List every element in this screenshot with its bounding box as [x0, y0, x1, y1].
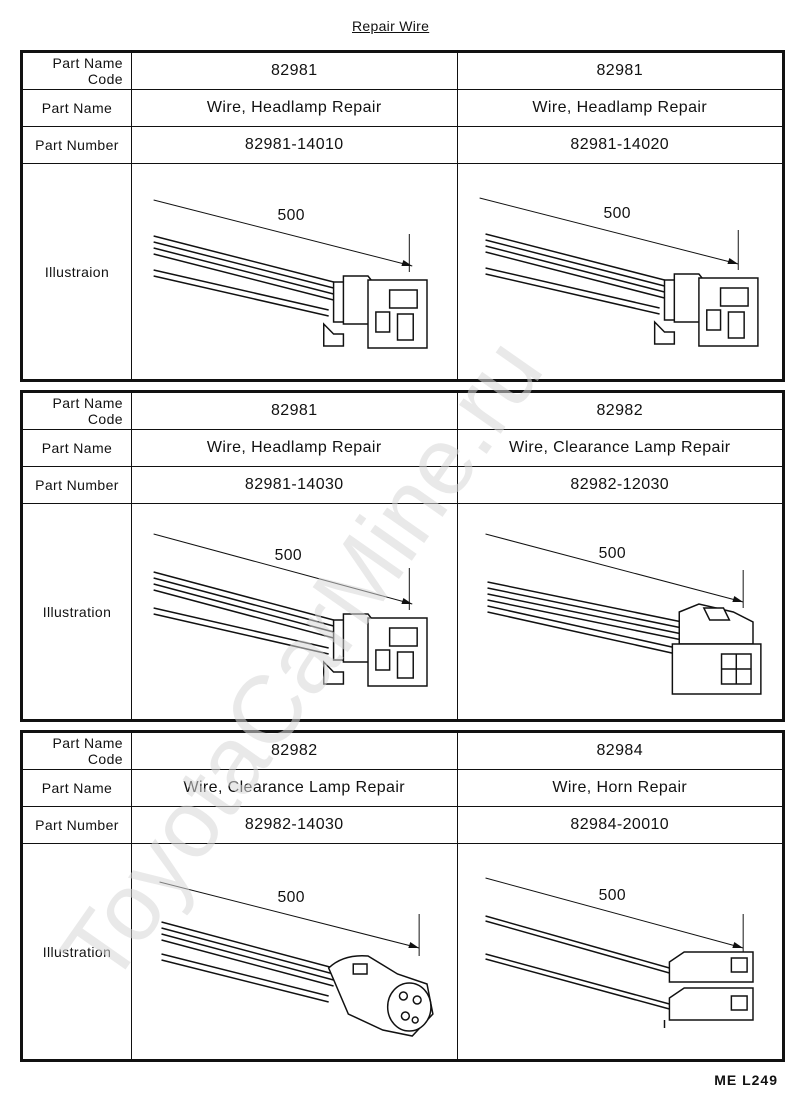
cell-part-number: 82982-14030	[131, 806, 458, 844]
cell-part-name: Wire, Headlamp Repair	[456, 89, 783, 127]
cell-code: 82982	[456, 392, 783, 430]
label-line-2: Code	[87, 411, 123, 427]
illustration-cell: 500	[456, 163, 783, 380]
cell-part-name: Wire, Headlamp Repair	[131, 429, 458, 467]
round-connector-wire-illustration: 500	[159, 881, 434, 1037]
parts-table-3: Part Name Code 82982 82984 Part Name Wir…	[22, 732, 783, 1060]
dimension-label: 500	[275, 547, 302, 564]
horn-connector-icon	[663, 951, 754, 1028]
label-part-name: Part Name	[22, 89, 132, 127]
headlamp-connector-icon	[323, 275, 428, 349]
parts-block-2: Part Name Code 82981 82982 Part Name Wir…	[20, 390, 785, 722]
cell-code: 82981	[131, 52, 458, 90]
label-part-number: Part Number	[22, 806, 132, 844]
parts-block-1: Part Name Code 82981 82981 Part Name Wir…	[20, 50, 785, 382]
cell-part-name: Wire, Clearance Lamp Repair	[131, 769, 458, 807]
round-connector-icon	[327, 955, 434, 1037]
label-part-name-code: Part Name Code	[22, 392, 132, 430]
label-part-name: Part Name	[22, 429, 132, 467]
label-line-1: Part Name	[52, 55, 123, 71]
cell-part-name: Wire, Clearance Lamp Repair	[456, 429, 783, 467]
headlamp-wire-illustration: 500	[479, 197, 759, 347]
label-illustration: Illustration	[22, 503, 132, 720]
label-line-2: Code	[87, 751, 123, 767]
illustration-cell: 500	[456, 843, 783, 1060]
dimension-label: 500	[598, 545, 625, 562]
headlamp-connector-icon	[323, 613, 428, 687]
label-part-number: Part Number	[22, 126, 132, 164]
cell-part-number: 82982-12030	[456, 466, 783, 504]
label-illustration: Illustration	[22, 843, 132, 1060]
cell-code: 82982	[131, 732, 458, 770]
parts-table-1: Part Name Code 82981 82981 Part Name Wir…	[22, 52, 783, 380]
cell-code: 82984	[456, 732, 783, 770]
dimension-label: 500	[603, 205, 630, 222]
horn-wire-illustration: 500	[484, 877, 754, 1028]
label-line-1: Part Name	[52, 395, 123, 411]
parts-table-2: Part Name Code 82981 82982 Part Name Wir…	[22, 392, 783, 720]
parts-block-3: Part Name Code 82982 82984 Part Name Wir…	[20, 730, 785, 1062]
headlamp-wire-illustration: 500	[153, 199, 428, 349]
label-illustration: Illustraion	[22, 163, 132, 380]
illustration-cell: 500	[456, 503, 783, 720]
cell-part-number: 82981-14020	[456, 126, 783, 164]
page-reference-code: ME L249	[714, 1072, 778, 1088]
clearance-wire-illustration: 500	[484, 533, 762, 695]
cell-part-name: Wire, Horn Repair	[456, 769, 783, 807]
cell-code: 82981	[131, 392, 458, 430]
label-part-number: Part Number	[22, 466, 132, 504]
illustration-cell: 500	[131, 163, 458, 380]
label-line-2: Code	[87, 71, 123, 87]
clearance-connector-icon	[671, 603, 762, 695]
label-part-name-code: Part Name Code	[22, 52, 132, 90]
label-part-name-code: Part Name Code	[22, 732, 132, 770]
dimension-label: 500	[598, 887, 625, 904]
illustration-cell: 500	[131, 503, 458, 720]
dimension-label: 500	[278, 207, 305, 224]
label-line-1: Part Name	[52, 735, 123, 751]
cell-code: 82981	[456, 52, 783, 90]
label-part-name: Part Name	[22, 769, 132, 807]
headlamp-connector-icon	[653, 273, 759, 347]
cell-part-name: Wire, Headlamp Repair	[131, 89, 458, 127]
dimension-label: 500	[278, 889, 305, 906]
cell-part-number: 82984-20010	[456, 806, 783, 844]
page-title: Repair Wire	[352, 18, 430, 34]
cell-part-number: 82981-14010	[131, 126, 458, 164]
cell-part-number: 82981-14030	[131, 466, 458, 504]
headlamp-wire-illustration: 500	[153, 533, 428, 687]
illustration-cell: 500	[131, 843, 458, 1060]
